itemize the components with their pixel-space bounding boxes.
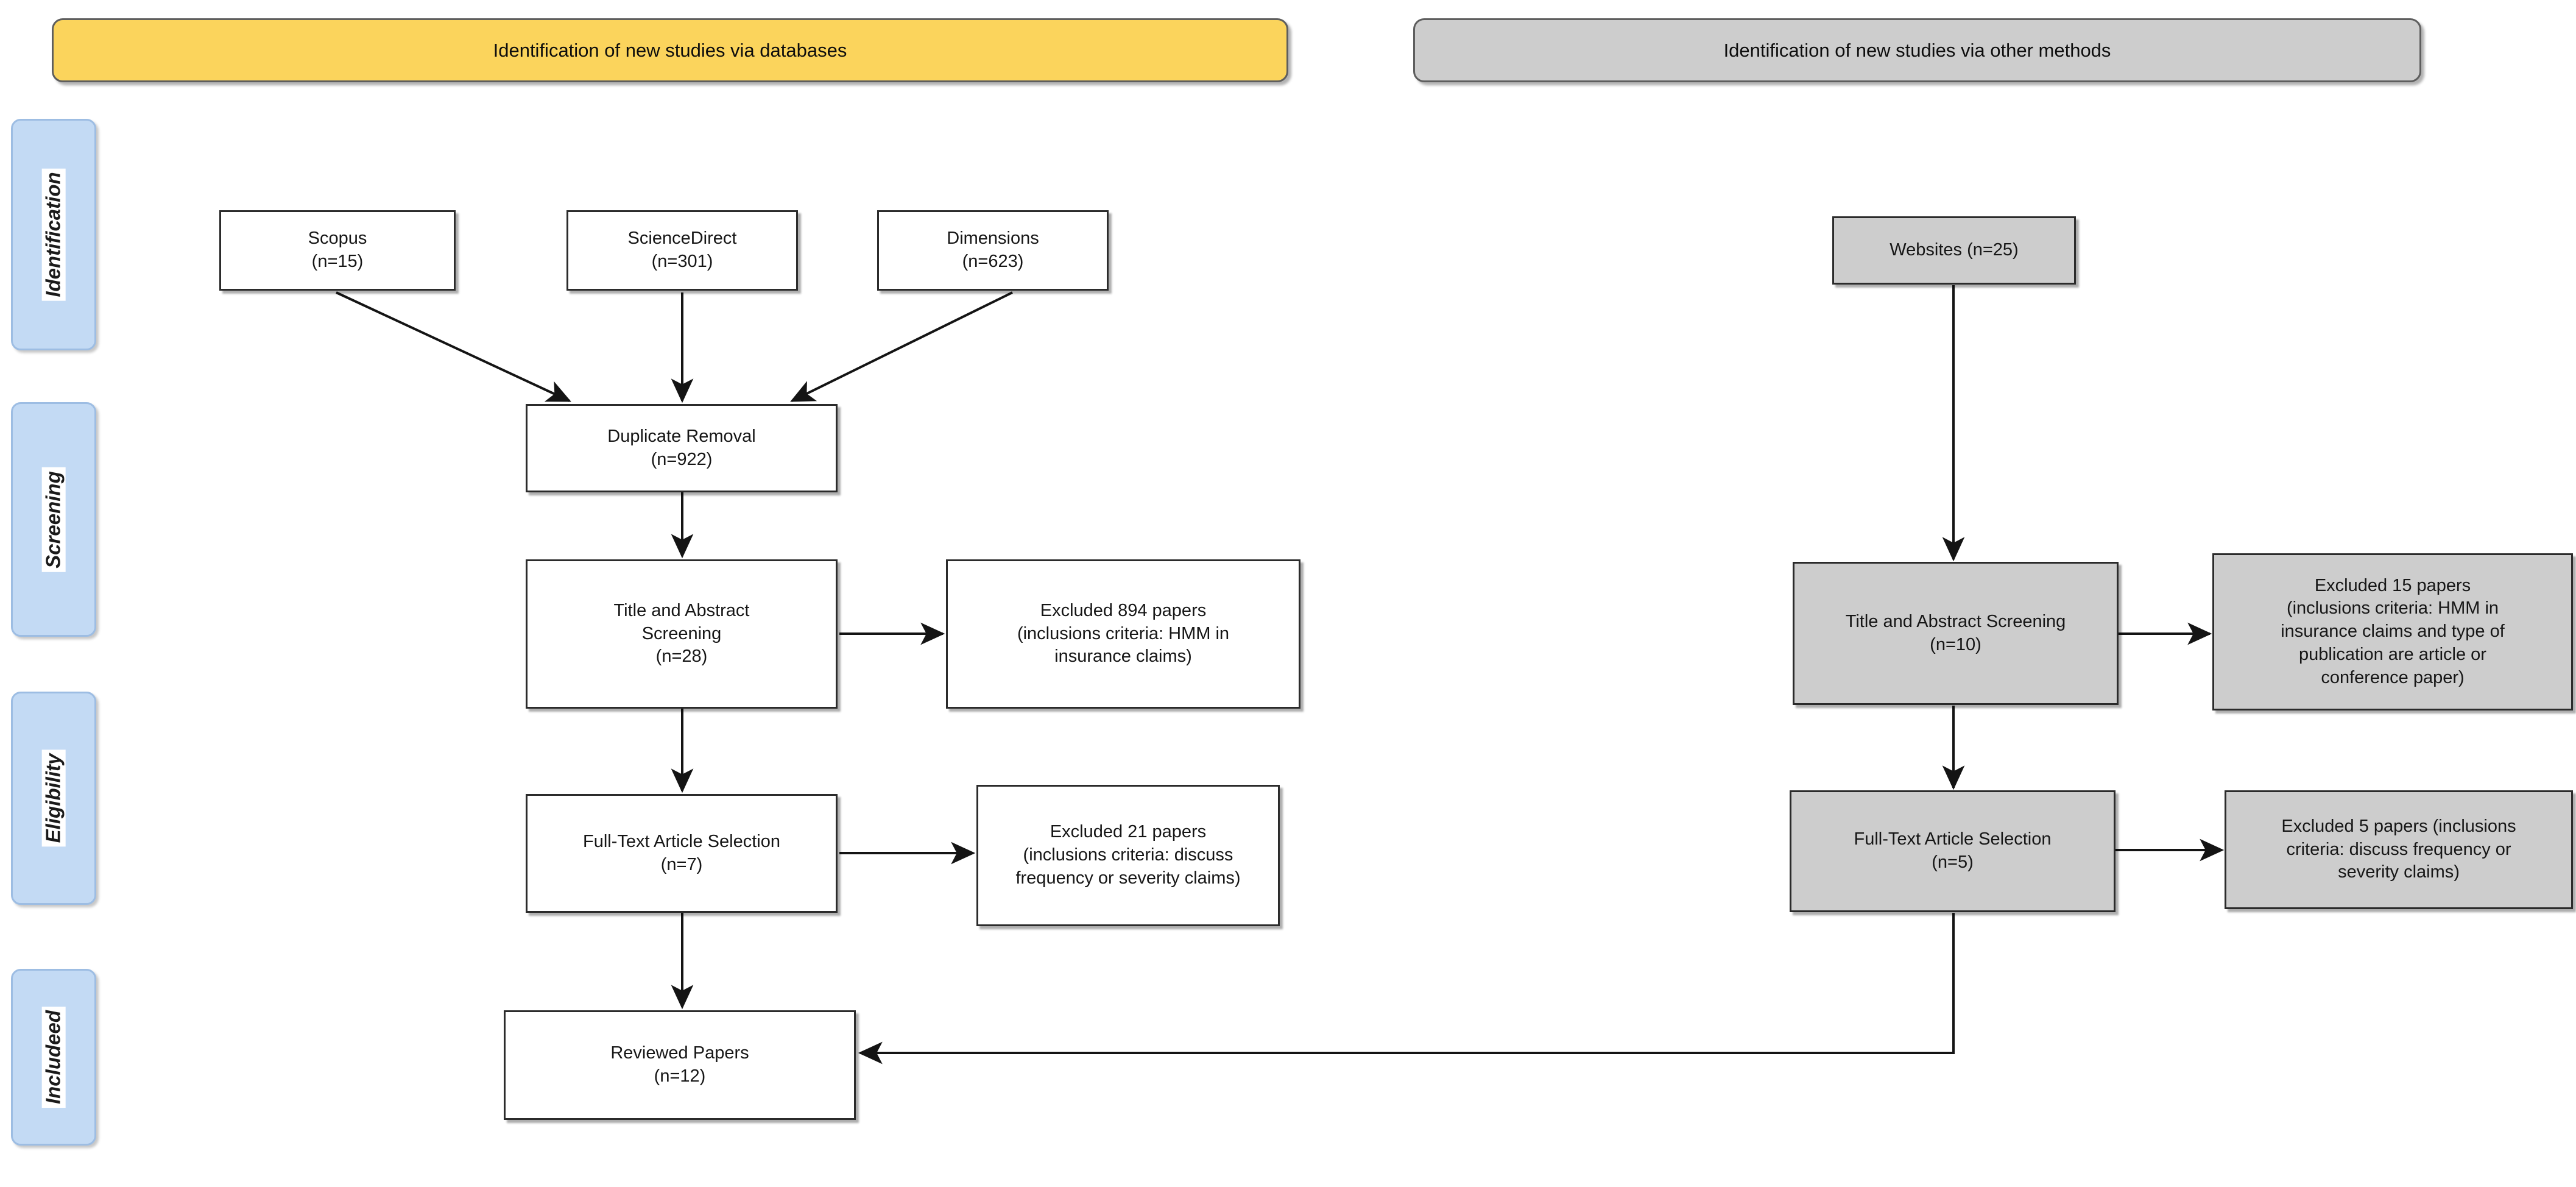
box-source-scopus: Scopus (n=15) xyxy=(219,210,456,291)
stage-label-screening: Screening xyxy=(41,467,66,572)
banner-other-methods-label: Identification of new studies via other … xyxy=(1723,39,2111,61)
box-title-abstract-screening-other: Title and Abstract Screening (n=10) xyxy=(1793,562,2119,705)
stage-rail-identification: Identification xyxy=(11,119,96,350)
box-source-dimensions: Dimensions (n=623) xyxy=(877,210,1109,291)
stage-rail-screening: Screening xyxy=(11,402,96,637)
box-source-websites: Websites (n=25) xyxy=(1832,216,2076,285)
edge-dimensions-to-duplicate xyxy=(790,291,1013,402)
edge-scopus-to-duplicate xyxy=(336,291,571,402)
banner-identification-other-methods: Identification of new studies via other … xyxy=(1413,18,2421,82)
box-excluded-15-papers: Excluded 15 papers (inclusions criteria:… xyxy=(2212,553,2573,710)
box-source-sciencedirect: ScienceDirect (n=301) xyxy=(566,210,798,291)
box-title-abstract-screening-databases: Title and Abstract Screening (n=28) xyxy=(526,559,838,709)
edge-fulltext-right-to-reviewed xyxy=(858,913,1955,1065)
stage-label-included: Includeed xyxy=(41,1006,66,1108)
box-excluded-894-papers: Excluded 894 papers (inclusions criteria… xyxy=(946,559,1300,709)
box-full-text-selection-databases: Full-Text Article Selection (n=7) xyxy=(526,794,838,913)
box-full-text-selection-other: Full-Text Article Selection (n=5) xyxy=(1790,790,2115,912)
banner-databases-label: Identification of new studies via databa… xyxy=(493,39,847,61)
box-excluded-21-papers: Excluded 21 papers (inclusions criteria:… xyxy=(976,785,1280,926)
box-duplicate-removal: Duplicate Removal (n=922) xyxy=(526,404,838,492)
banner-identification-databases: Identification of new studies via databa… xyxy=(52,18,1288,82)
stage-rail-eligibility: Eligibility xyxy=(11,692,96,905)
stage-label-eligibility: Eligibility xyxy=(41,749,66,847)
box-excluded-5-papers: Excluded 5 papers (inclusions criteria: … xyxy=(2225,790,2573,909)
box-reviewed-papers: Reviewed Papers (n=12) xyxy=(504,1010,856,1120)
stage-label-identification: Identification xyxy=(41,168,66,301)
stage-rail-included: Includeed xyxy=(11,969,96,1146)
